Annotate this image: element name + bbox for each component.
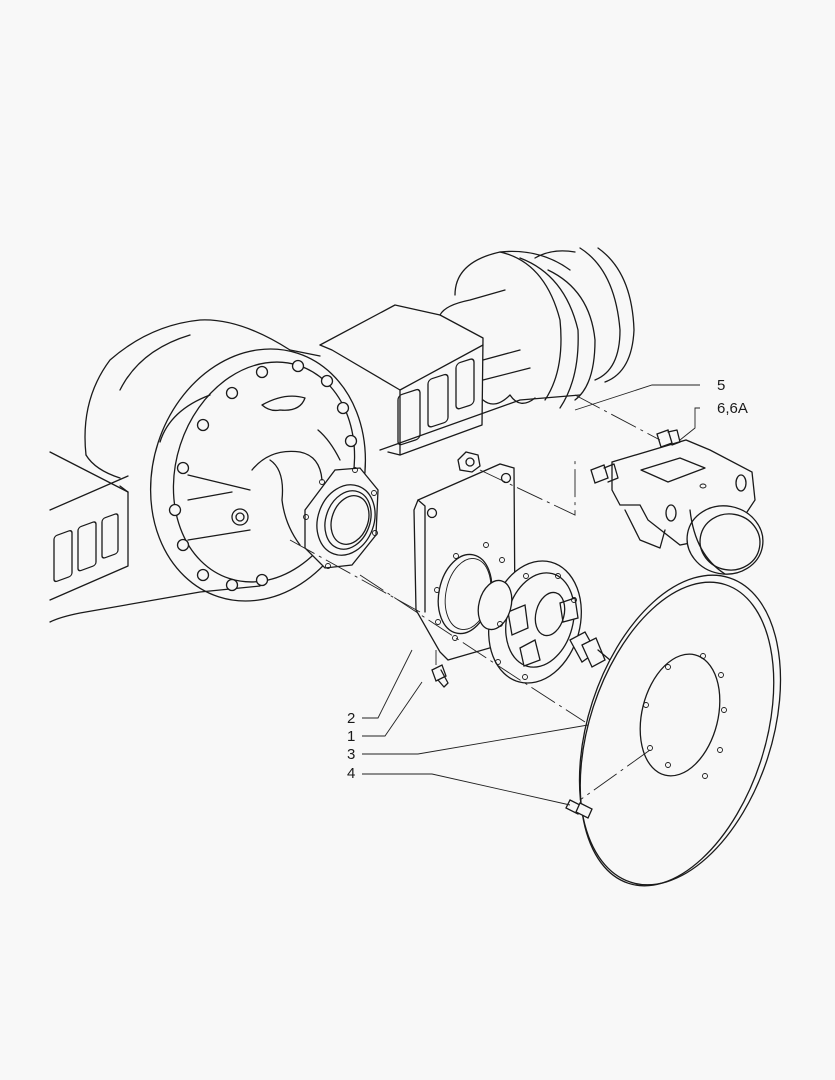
callout-leaders (362, 384, 700, 806)
brake-caliper-part-6 (590, 429, 764, 575)
callout-label-2: 2 (347, 710, 356, 727)
assembly-axis-lines (289, 394, 661, 801)
output-flange (303, 467, 379, 569)
callout-label-6-6a: 6,6A (717, 400, 748, 417)
brake-disc-part-3 (578, 574, 782, 887)
nut-part-5 (457, 451, 481, 473)
axle-housing-rear (84, 319, 321, 479)
callout-label-1: 1 (347, 728, 356, 745)
callout-label-5: 5 (717, 377, 726, 394)
right-axle-arm (319, 289, 581, 456)
left-axle-arm (49, 451, 261, 623)
screw-part-1 (431, 664, 449, 688)
differential-cover (149, 348, 367, 602)
screw-part-4 (565, 799, 593, 819)
callout-label-4: 4 (347, 765, 356, 782)
cover-bolts (168, 359, 358, 592)
brake-hub (477, 560, 611, 684)
axle-trumpet-hub (454, 247, 635, 409)
callout-label-3: 3 (347, 746, 356, 763)
